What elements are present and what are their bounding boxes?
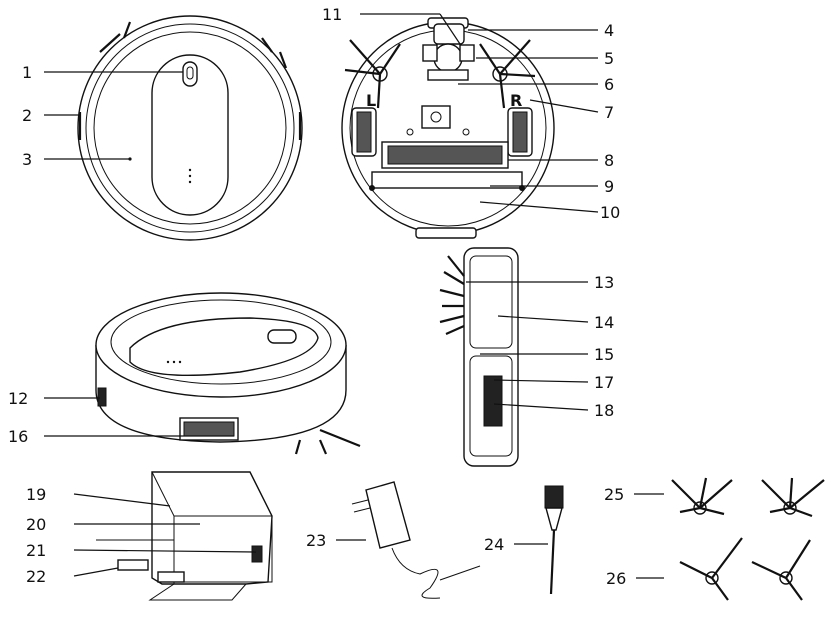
- label-17: 17: [594, 373, 614, 392]
- robot-bottom-view: L R: [341, 13, 599, 239]
- label-13: 13: [594, 273, 614, 292]
- cleaning-brush: [514, 485, 564, 595]
- label-15: 15: [594, 345, 614, 364]
- label-8: 8: [604, 151, 614, 170]
- label-2: 2: [22, 106, 32, 125]
- label-25: 25: [604, 485, 624, 504]
- label-20: 20: [26, 515, 46, 534]
- left-mark: L: [366, 91, 376, 110]
- label-6: 6: [604, 75, 614, 94]
- side-brushes-long: [636, 537, 811, 601]
- label-7: 7: [604, 103, 614, 122]
- label-10: 10: [600, 203, 620, 222]
- label-26: 26: [606, 569, 626, 588]
- side-brushes-short: [634, 477, 825, 518]
- label-9: 9: [604, 177, 614, 196]
- label-21: 21: [26, 541, 46, 560]
- right-mark: R: [510, 91, 522, 110]
- robot-perspective-view: [44, 292, 361, 455]
- label-18: 18: [594, 401, 614, 420]
- robot-side-view: [439, 247, 589, 467]
- label-12: 12: [8, 389, 28, 408]
- power-adapter: [336, 481, 481, 599]
- label-19: 19: [26, 485, 46, 504]
- label-1: 1: [22, 63, 32, 82]
- label-14: 14: [594, 313, 614, 332]
- label-22: 22: [26, 567, 46, 586]
- label-5: 5: [604, 49, 614, 68]
- robot-top-view: [44, 15, 303, 241]
- label-3: 3: [22, 150, 32, 169]
- label-23: 23: [306, 531, 326, 550]
- charging-dock: [73, 471, 273, 601]
- label-11: 11: [322, 5, 342, 24]
- label-16: 16: [8, 427, 28, 446]
- label-24: 24: [484, 535, 504, 554]
- part-number-labels: 1 2 3 4 5 6 7 8 9 10 11 12 13 14 15 16 1…: [8, 5, 626, 588]
- label-4: 4: [604, 21, 614, 40]
